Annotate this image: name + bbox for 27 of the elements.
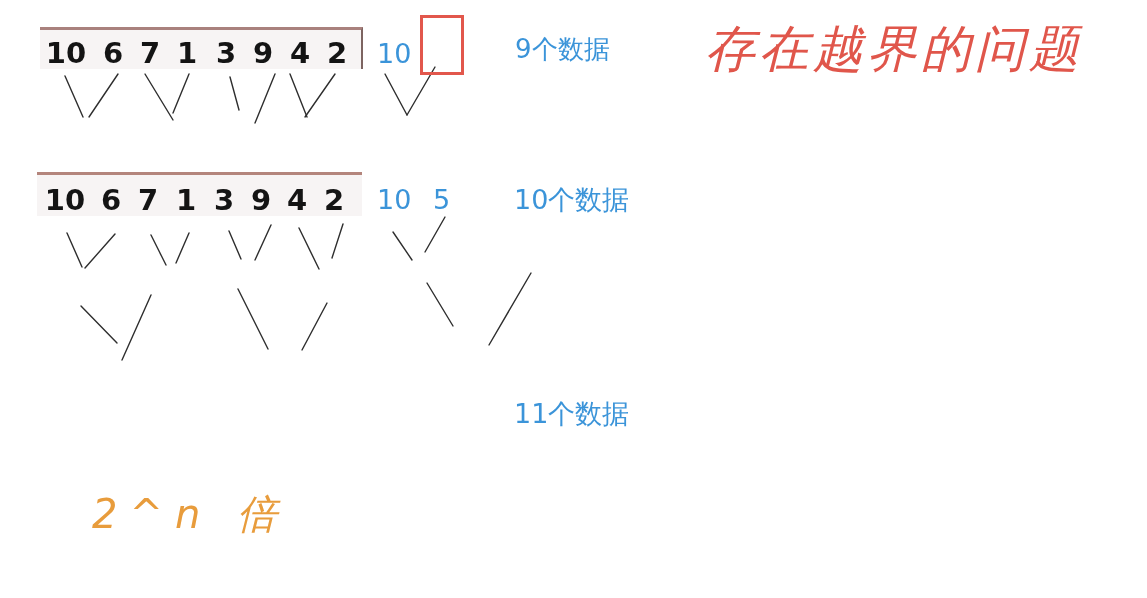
value-text: 10 xyxy=(377,40,412,67)
array-value: 2 xyxy=(326,39,348,68)
array-value: 10 xyxy=(45,39,87,68)
array-value: 1 xyxy=(176,39,198,68)
handwritten-note: 存在越界的问题 xyxy=(705,24,1083,74)
array-box xyxy=(37,172,362,216)
array-value: 1 xyxy=(175,186,197,215)
array-value: 7 xyxy=(139,39,161,68)
array-value: 9 xyxy=(252,39,274,68)
array-value: 3 xyxy=(215,39,237,68)
array-box xyxy=(40,27,363,69)
value-text: 10 xyxy=(377,186,412,213)
empty-slot-box xyxy=(420,15,464,75)
count-label: 9个数据 xyxy=(515,36,610,62)
count-label: 11个数据 xyxy=(514,400,630,427)
array-value: 4 xyxy=(289,39,311,68)
array-value: 6 xyxy=(100,186,122,215)
count-label: 10个数据 xyxy=(514,186,630,213)
array-value: 2 xyxy=(323,186,345,215)
handwritten-note: 2^n 倍 xyxy=(92,494,290,534)
array-value: 9 xyxy=(250,186,272,215)
array-value: 6 xyxy=(102,39,124,68)
array-value: 4 xyxy=(286,186,308,215)
array-value: 7 xyxy=(137,186,159,215)
array-value: 3 xyxy=(213,186,235,215)
value-text: 5 xyxy=(433,186,451,213)
array-value: 10 xyxy=(44,186,86,215)
